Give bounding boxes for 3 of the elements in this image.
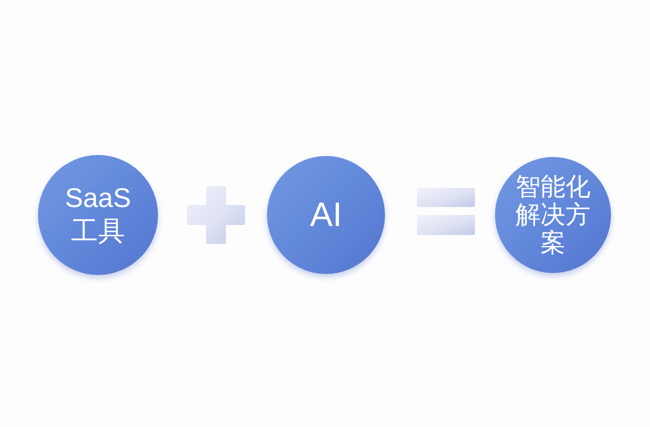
circle: 智能化解决方案 bbox=[495, 157, 611, 273]
circle: SaaS 工具 bbox=[38, 155, 158, 275]
circle: AI bbox=[267, 156, 385, 274]
